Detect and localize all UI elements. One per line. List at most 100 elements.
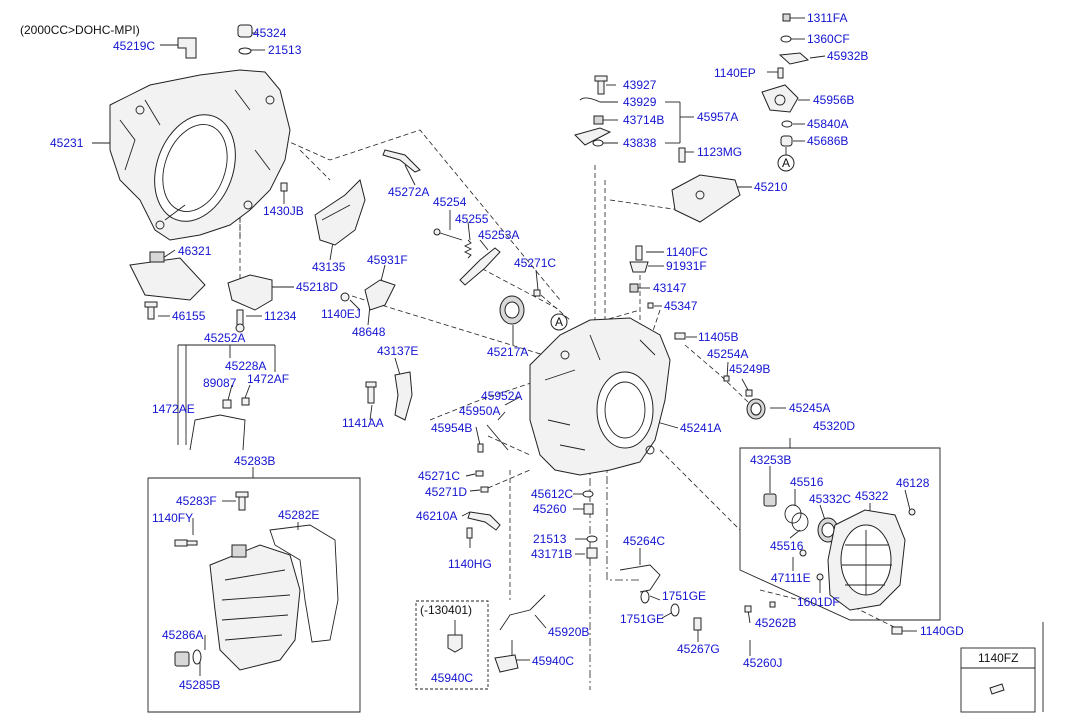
pin-45254A[interactable] — [723, 375, 730, 382]
oring-45516-b[interactable] — [791, 512, 809, 532]
clip-43929[interactable] — [579, 97, 601, 103]
label-1751GE-b[interactable]: 1751GE — [620, 612, 664, 626]
bolt-45267G[interactable] — [693, 617, 702, 631]
sensor-45940C-old[interactable] — [447, 620, 463, 653]
bolt-1140EP[interactable] — [777, 67, 784, 79]
bolt-1140GD[interactable] — [891, 626, 903, 635]
label-45271C-upper[interactable]: 45271C — [514, 256, 556, 270]
label-11405B[interactable]: 11405B — [698, 330, 738, 344]
label-1140HG[interactable]: 1140HG — [448, 557, 492, 571]
label-46128[interactable]: 46128 — [896, 476, 930, 490]
clamp-89087[interactable] — [222, 399, 232, 409]
label-46321[interactable]: 46321 — [178, 244, 212, 258]
label-45324[interactable]: 45324 — [253, 26, 287, 40]
label-45332C[interactable]: 45332C — [809, 492, 851, 506]
label-1141AA[interactable]: 1141AA — [342, 416, 384, 430]
oil-guide-43135[interactable] — [314, 179, 366, 246]
washer-1360CF[interactable] — [780, 35, 792, 43]
bolt-1123MG[interactable] — [678, 147, 686, 163]
label-1360CF[interactable]: 1360CF — [807, 32, 850, 46]
spring-45255[interactable] — [463, 239, 473, 259]
transmission-case-45241A[interactable] — [529, 317, 671, 476]
bolt-46155[interactable] — [144, 301, 158, 320]
plug-43253B[interactable] — [763, 493, 777, 507]
label-1311FA[interactable]: 1311FA — [807, 11, 847, 25]
pin-45347[interactable] — [647, 302, 654, 309]
label-43253B[interactable]: 43253B — [750, 453, 791, 467]
label-1140FY[interactable]: 1140FY — [152, 511, 193, 525]
nut-1311FA[interactable] — [782, 13, 791, 22]
bolt-45954B[interactable] — [477, 443, 484, 453]
label-45264C[interactable]: 45264C — [623, 534, 665, 548]
label-43147[interactable]: 43147 — [653, 281, 687, 295]
label-45249B[interactable]: 45249B — [729, 362, 770, 376]
label-45286A[interactable]: 45286A — [162, 628, 203, 642]
label-45940C[interactable]: 45940C — [532, 654, 574, 668]
plug-43171B[interactable] — [586, 547, 598, 559]
label-48648[interactable]: 48648 — [352, 325, 386, 339]
oil-seal-45217A[interactable] — [499, 295, 525, 325]
label-45262B[interactable]: 45262B — [755, 616, 796, 630]
label-45231[interactable]: 45231 — [50, 136, 84, 150]
label-21513-lower[interactable]: 21513 — [533, 532, 567, 546]
bolt-45262B[interactable] — [744, 601, 776, 613]
drain-plug-45286A[interactable] — [174, 651, 190, 667]
label-45260J[interactable]: 45260J — [743, 656, 782, 670]
clamp-1751GE[interactable] — [640, 590, 650, 604]
label-45322[interactable]: 45322 — [855, 489, 889, 503]
oil-pan-45283B[interactable] — [209, 544, 301, 671]
clip-1472AF[interactable] — [241, 397, 250, 406]
label-45283B[interactable]: 45283B — [234, 454, 275, 468]
label-1140FC[interactable]: 1140FC — [666, 245, 708, 259]
label-45840A[interactable]: 45840A — [807, 117, 848, 131]
label-45957A[interactable]: 45957A — [697, 110, 738, 124]
bolt-43927[interactable] — [594, 75, 608, 95]
side-cover-45322[interactable] — [827, 509, 906, 611]
oil-filter-46321[interactable] — [129, 251, 206, 301]
bolt-1141AA[interactable] — [365, 381, 377, 404]
plug-45260[interactable] — [583, 503, 594, 515]
label-45285B[interactable]: 45285B — [179, 678, 220, 692]
label-1601DF[interactable]: 1601DF — [797, 595, 840, 609]
washer-43838[interactable] — [592, 139, 604, 147]
label-45255[interactable]: 45255 — [455, 212, 489, 226]
label-45241A[interactable]: 45241A — [680, 421, 721, 435]
label-45612C[interactable]: 45612C — [531, 487, 573, 501]
label-45210[interactable]: 45210 — [754, 180, 788, 194]
label-1751GE-a[interactable]: 1751GE — [662, 589, 706, 603]
lever-45957A[interactable] — [574, 127, 612, 146]
label-1140EP[interactable]: 1140EP — [714, 66, 756, 80]
oring-45840A[interactable] — [781, 120, 793, 128]
label-45956B[interactable]: 45956B — [813, 93, 854, 107]
plug-45324[interactable] — [237, 24, 253, 38]
transaxle-case-housing[interactable] — [109, 69, 291, 241]
label-45272A[interactable]: 45272A — [388, 185, 429, 199]
label-45217A[interactable]: 45217A — [487, 345, 528, 359]
label-1430JB[interactable]: 1430JB — [263, 204, 304, 218]
hose-45264C[interactable] — [619, 564, 661, 593]
plug-45271C-lower[interactable] — [475, 470, 484, 477]
label-47111E[interactable]: 47111E — [771, 571, 811, 585]
pin-47111E[interactable] — [799, 549, 807, 557]
label-1472AF[interactable]: 1472AF — [247, 372, 289, 386]
bracket-45931F[interactable] — [364, 279, 396, 311]
lever-45253A[interactable] — [459, 247, 501, 286]
label-45931F[interactable]: 45931F — [367, 253, 408, 267]
bracket-43137E[interactable] — [394, 371, 413, 421]
washer-21513-lower[interactable] — [586, 535, 598, 543]
label-1472AE[interactable]: 1472AE — [152, 402, 195, 416]
label-45271C-lower[interactable]: 45271C — [418, 469, 460, 483]
label-45252A[interactable]: 45252A — [204, 331, 245, 345]
bracket-91931F[interactable] — [629, 261, 649, 273]
label-45932B[interactable]: 45932B — [827, 49, 868, 63]
label-91931F[interactable]: 91931F — [666, 259, 707, 273]
label-45245A[interactable]: 45245A — [789, 401, 830, 415]
cap-43147[interactable] — [629, 283, 639, 293]
bolt-1140HG[interactable] — [466, 527, 473, 539]
gasket-45285B[interactable] — [192, 649, 202, 665]
label-45254[interactable]: 45254 — [433, 195, 467, 209]
shaft-45950A[interactable] — [486, 424, 509, 451]
bracket-45219C[interactable] — [177, 37, 197, 59]
label-45253A[interactable]: 45253A — [478, 228, 519, 242]
label-46210A[interactable]: 46210A — [416, 509, 457, 523]
